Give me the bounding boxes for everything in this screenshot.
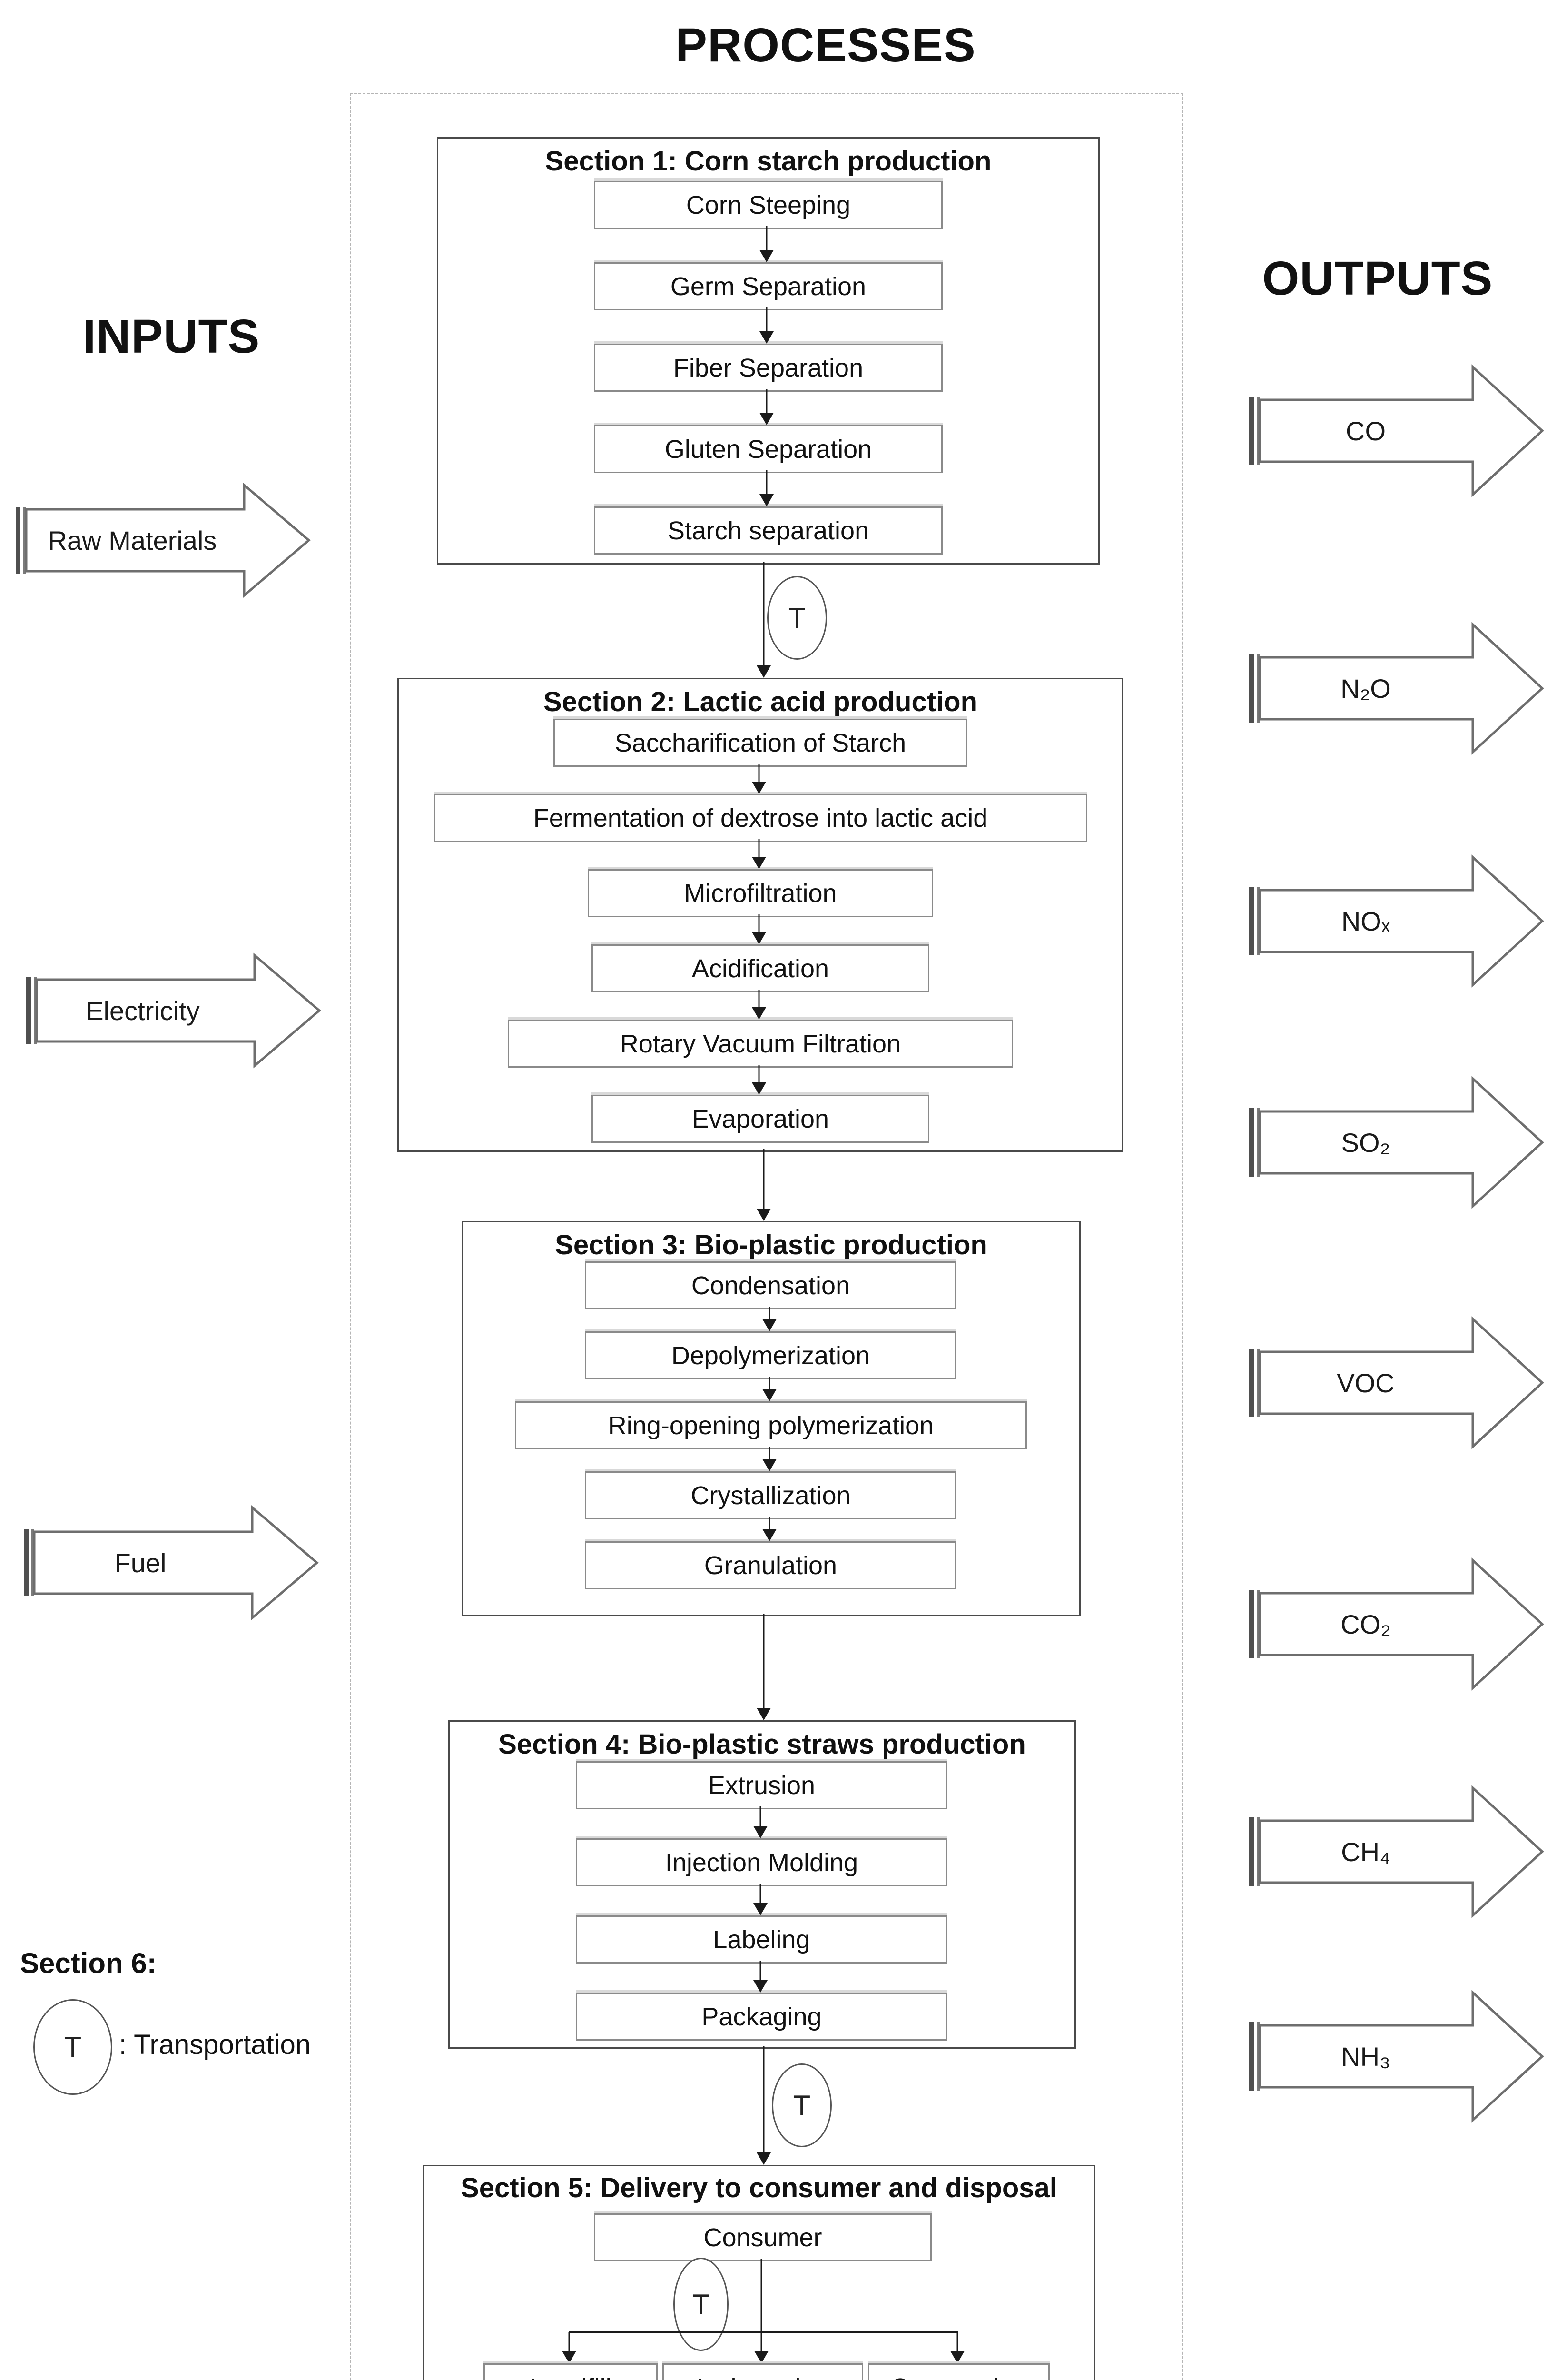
section-3-title: Section 3: Bio-plastic production [555,1230,987,1260]
step-gluten-separation: Gluten Separation [594,425,943,473]
step-saccharification: Saccharification of Starch [553,719,967,767]
input-label: Raw Materials [48,525,217,555]
block-arrow-shape [1249,1557,1544,1691]
step-starch-separation: Starch separation [594,506,943,555]
step-incineration: Incineration [662,2363,863,2380]
output-label: CO [1346,416,1386,446]
step-acidification: Acidification [591,944,929,992]
legend-description: : Transportation [119,2029,311,2060]
step-extrusion: Extrusion [576,1761,947,1809]
input-label: Fuel [114,1547,167,1578]
section-1-title: Section 1: Corn starch production [545,146,992,177]
block-arrow-shape [1249,1785,1544,1918]
block-arrow-shape [1249,1990,1544,2123]
step-fiber-separation: Fiber Separation [594,344,943,392]
step-germ-separation: Germ Separation [594,262,943,310]
step-landfill: Landfill [483,2363,658,2380]
step-microfiltration: Microfiltration [588,869,933,917]
output-arrow-nox: NOₓ [1249,850,1544,992]
output-label: NOₓ [1341,906,1390,936]
transport-node-icon: T [767,576,827,660]
transport-node-icon: T [772,2063,832,2147]
input-arrow-fuel: Fuel [24,1501,319,1625]
block-arrow-shape [24,1505,319,1621]
transport-legend-icon: T [33,1999,112,2095]
step-evaporation: Evaporation [591,1095,929,1143]
block-arrow-shape [1249,854,1544,988]
step-rotary-vacuum: Rotary Vacuum Filtration [508,1020,1013,1068]
step-ring-opening: Ring-opening polymerization [515,1401,1027,1449]
output-label: CH₄ [1341,1836,1390,1867]
step-packaging: Packaging [576,1993,947,2041]
output-label: VOC [1337,1368,1395,1398]
block-arrow-shape [1249,622,1544,755]
output-arrow-co: CO [1249,359,1544,502]
step-injection-molding: Injection Molding [576,1838,947,1886]
step-composting: Composting [868,2363,1050,2380]
step-labeling: Labeling [576,1915,947,1964]
section-5-box: Section 5: Delivery to consumer and disp… [423,2165,1095,2380]
output-arrow-co2: CO₂ [1249,1553,1544,1696]
section-2-title: Section 2: Lactic acid production [543,686,978,717]
output-label: SO₂ [1341,1127,1390,1158]
block-arrow-shape [1249,1076,1544,1209]
block-arrow-shape [26,952,321,1069]
block-arrow-shape [16,482,311,598]
processes-header: PROCESSES [675,19,976,72]
step-corn-steeping: Corn Steeping [594,181,943,229]
output-arrow-ch4: CH₄ [1249,1780,1544,1923]
output-arrow-so2: SO₂ [1249,1071,1544,1214]
output-arrow-n2o: N₂O [1249,617,1544,760]
step-depolymerization: Depolymerization [585,1331,956,1379]
input-arrow-electricity: Electricity [26,949,321,1072]
output-arrow-voc: VOC [1249,1311,1544,1454]
step-consumer: Consumer [594,2213,932,2261]
block-arrow-shape [1249,1316,1544,1449]
outputs-header: OUTPUTS [1262,252,1493,305]
section-4-title: Section 4: Bio-plastic straws production [498,1729,1026,1760]
branch-line [569,2331,958,2333]
inputs-header: INPUTS [82,310,260,363]
output-arrow-nh3: NH₃ [1249,1985,1544,2128]
block-arrow-shape [1249,364,1544,497]
legend-section-label: Section 6: [20,1947,157,1979]
output-label: N₂O [1340,673,1391,704]
output-label: NH₃ [1341,2041,1390,2072]
step-fermentation: Fermentation of dextrose into lactic aci… [434,794,1087,842]
output-label: CO₂ [1340,1609,1391,1639]
step-condensation: Condensation [585,1261,956,1309]
transport-node-icon: T [673,2258,729,2351]
input-arrow-raw-materials: Raw Materials [16,478,311,602]
step-crystallization: Crystallization [585,1471,956,1519]
section-5-title: Section 5: Delivery to consumer and disp… [461,2172,1057,2203]
step-granulation: Granulation [585,1541,956,1589]
input-label: Electricity [86,995,200,1026]
